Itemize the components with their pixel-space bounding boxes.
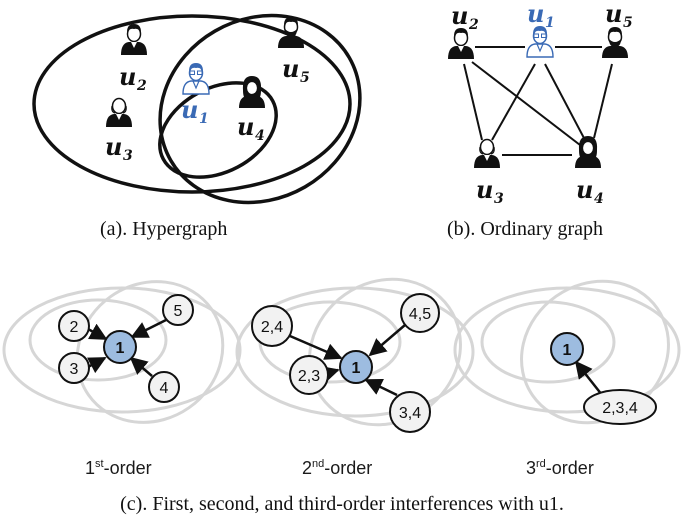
panel-c-second-order: 1 2,4 2,3 4,5 3,4 2nd-order [235,277,475,478]
order-label-3: 3rd-order [526,458,594,478]
node-center-1 [103,330,137,364]
node-5 [162,294,194,326]
label-u3: u [105,132,122,161]
label-u3-sub: 3 [123,148,133,164]
label-u1-sub: 1 [199,111,209,127]
svg-text:1: 1 [545,15,555,31]
svg-text:2: 2 [70,319,79,336]
user-u3-icon [105,97,133,128]
svg-text:3: 3 [70,361,79,378]
label-u5: u [282,54,299,83]
node-4 [148,371,180,403]
svg-text:3,4: 3,4 [399,405,421,422]
graph-user-u5-icon [601,26,629,59]
svg-text:4: 4 [594,191,604,207]
graph-user-u4-icon [574,135,602,169]
svg-text:4: 4 [160,380,169,397]
node-2-3 [289,355,329,395]
order-label-1: 1st-order [85,458,152,478]
svg-text:2: 2 [468,17,479,33]
panel-b-ordinary-graph: u 2 u 1 u 5 u 3 u 4 (b). Ordinary graph [447,0,633,240]
svg-text:5: 5 [174,303,183,320]
svg-text:2,3,4: 2,3,4 [602,400,638,417]
panel-c-first-order: 1 2 3 5 4 1st-order [2,280,242,478]
svg-text:u: u [451,1,468,30]
svg-text:1: 1 [116,340,125,357]
node-center-1 [550,332,584,366]
hyperedge-e2 [158,13,362,205]
hyperedge-e1 [32,14,352,194]
node-2-3-4 [583,389,657,425]
label-u2: u [119,62,136,91]
svg-text:u: u [576,175,593,204]
svg-text:4,5: 4,5 [409,306,431,323]
caption-c: (c). First, second, and third-order inte… [120,493,564,515]
svg-text:3: 3 [494,191,504,207]
svg-text:1: 1 [352,360,361,377]
svg-text:u: u [527,0,544,28]
node-4-5 [400,293,440,333]
user-u4-icon [238,75,266,109]
node-2-4 [251,305,293,347]
node-center-1 [339,350,373,384]
user-u2-icon [120,23,148,56]
svg-text:1: 1 [563,342,572,359]
caption-b: (b). Ordinary graph [447,218,603,240]
panel-a-hypergraph: u 2 u 3 u 1 u 4 u 5 (a). Hypergraph [32,13,362,240]
caption-a: (a). Hypergraph [100,218,227,240]
svg-text:2,4: 2,4 [261,319,283,336]
user-u1-icon [182,62,210,95]
node-3-4 [389,391,431,433]
svg-text:5: 5 [623,15,633,31]
label-u1: u [181,95,198,124]
svg-text:u: u [476,175,493,204]
label-u2-sub: 2 [136,78,147,94]
label-u4-sub: 4 [255,128,265,144]
graph-user-u3-icon [473,138,501,169]
node-3 [58,352,90,384]
panel-c-third-order: 1 2,3,4 3rd-order [453,279,681,478]
label-u4: u [237,112,254,141]
svg-text:2,3: 2,3 [298,368,320,385]
svg-text:u: u [605,0,622,28]
label-u5-sub: 5 [300,70,310,86]
order-label-2: 2nd-order [302,458,372,478]
node-2 [58,310,90,342]
